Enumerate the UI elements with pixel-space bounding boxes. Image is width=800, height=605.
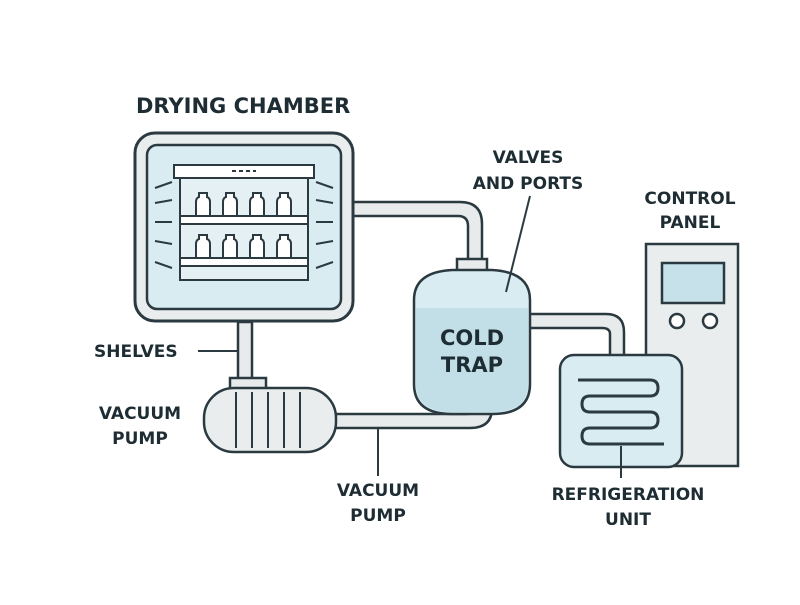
vacuum-pump-bottom-label-line1: VACUUM — [337, 481, 419, 501]
control-panel — [644, 242, 740, 468]
refrigeration-unit-label-line1: REFRIGERATION — [552, 485, 705, 505]
vacuum-pump-bottom-label-line2: PUMP — [350, 506, 406, 526]
cold-trap-label-line2: TRAP — [441, 353, 503, 377]
drying-chamber-label: DRYING CHAMBER — [136, 94, 350, 118]
chamber-side-line-left — [154, 199, 173, 204]
valves-ports-label-line1: VALVES — [493, 148, 564, 168]
vial-icon — [249, 234, 265, 259]
control-panel-label-line2: PANEL — [660, 213, 721, 233]
vacuum-pump-body — [202, 386, 338, 454]
vial-icon — [195, 234, 211, 259]
valves-ports-leader-line — [505, 195, 531, 293]
refrigeration-unit — [558, 353, 684, 478]
chamber-side-line-right — [315, 181, 334, 189]
shelf-2 — [179, 257, 309, 267]
shelves-label: SHELVES — [94, 342, 178, 362]
chamber-side-line-right — [315, 261, 334, 269]
vial-icon — [222, 192, 238, 217]
cold-trap-fill-level — [416, 308, 528, 412]
vacuum-pump-left-label-line1: VACUUM — [99, 404, 181, 424]
refrigeration-coil-icon — [578, 378, 664, 446]
control-panel-label-line1: CONTROL — [644, 189, 735, 209]
vial-icon — [195, 192, 211, 217]
refrigeration-unit-label-line2: UNIT — [605, 510, 651, 530]
vial-icon — [249, 192, 265, 217]
cold-trap: COLD TRAP — [412, 257, 532, 416]
shelf-top — [173, 164, 315, 179]
chamber-side-line-right — [315, 199, 334, 204]
vacuum-pump — [202, 376, 338, 454]
chamber-side-line-left — [154, 240, 173, 245]
vial-icon — [222, 234, 238, 259]
drying-chamber — [133, 131, 355, 323]
pipe-trap-to-refrigeration — [526, 312, 626, 358]
pipe-chamber-to-pump — [236, 320, 254, 384]
chamber-side-line-left — [154, 261, 173, 269]
chamber-side-lines — [154, 181, 334, 269]
vial-icon — [276, 192, 292, 217]
pipe-chamber-to-trap — [348, 200, 484, 264]
chamber-side-line-right — [315, 240, 334, 245]
chamber-side-line-left — [154, 181, 173, 189]
control-panel-screen — [660, 261, 726, 305]
vial-icon — [276, 234, 292, 259]
control-knob-left-icon — [668, 312, 686, 330]
shelf-1 — [179, 215, 309, 225]
cold-trap-label-line1: COLD — [440, 326, 504, 350]
vials — [195, 192, 292, 259]
control-knob-right-icon — [701, 312, 719, 330]
valves-ports-label-line2: AND PORTS — [473, 174, 584, 194]
vacuum-pump-left-label-line2: PUMP — [112, 429, 168, 449]
